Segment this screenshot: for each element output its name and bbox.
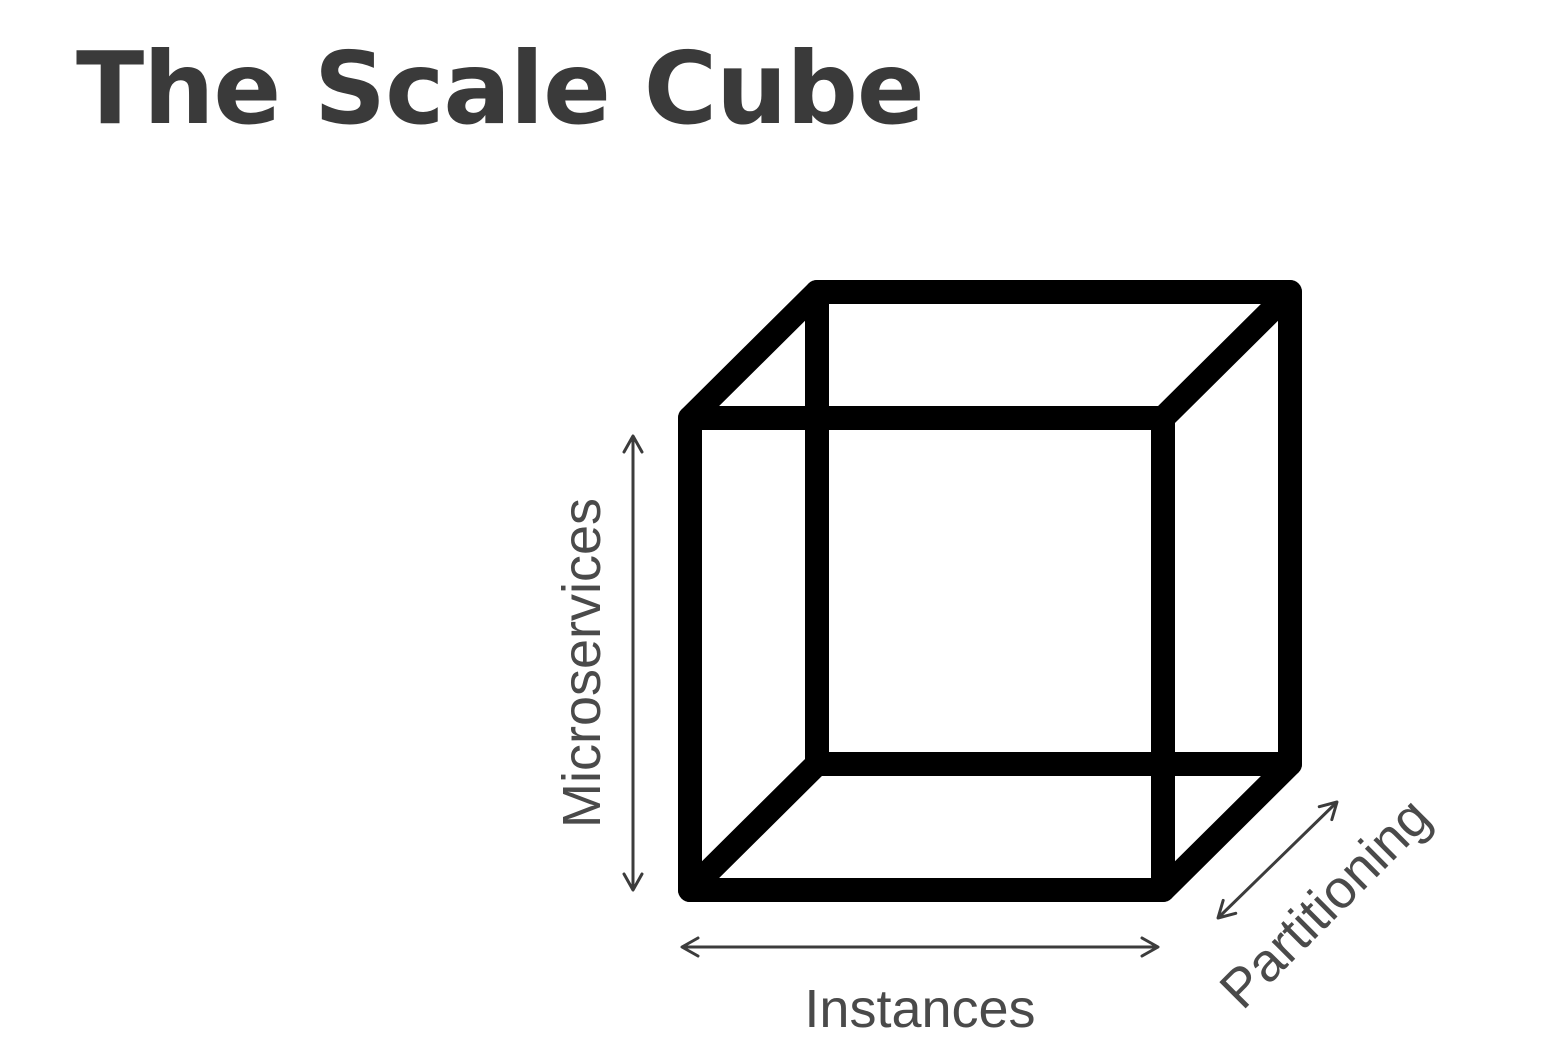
cube-front-face	[678, 406, 1175, 902]
partitioning-arrow	[1216, 800, 1339, 920]
instances-label: Instances	[804, 979, 1035, 1039]
cube-edge-top-right	[1151, 280, 1302, 430]
microservices-label: Microservices	[552, 498, 612, 828]
cube-edge-bottom-right	[1151, 752, 1302, 902]
cube-edge-top-left	[678, 280, 829, 430]
slide-title: The Scale Cube	[76, 30, 925, 147]
cube	[678, 280, 1302, 902]
cube-edge-bottom-left	[678, 752, 829, 902]
cube-back-face	[805, 280, 1302, 776]
